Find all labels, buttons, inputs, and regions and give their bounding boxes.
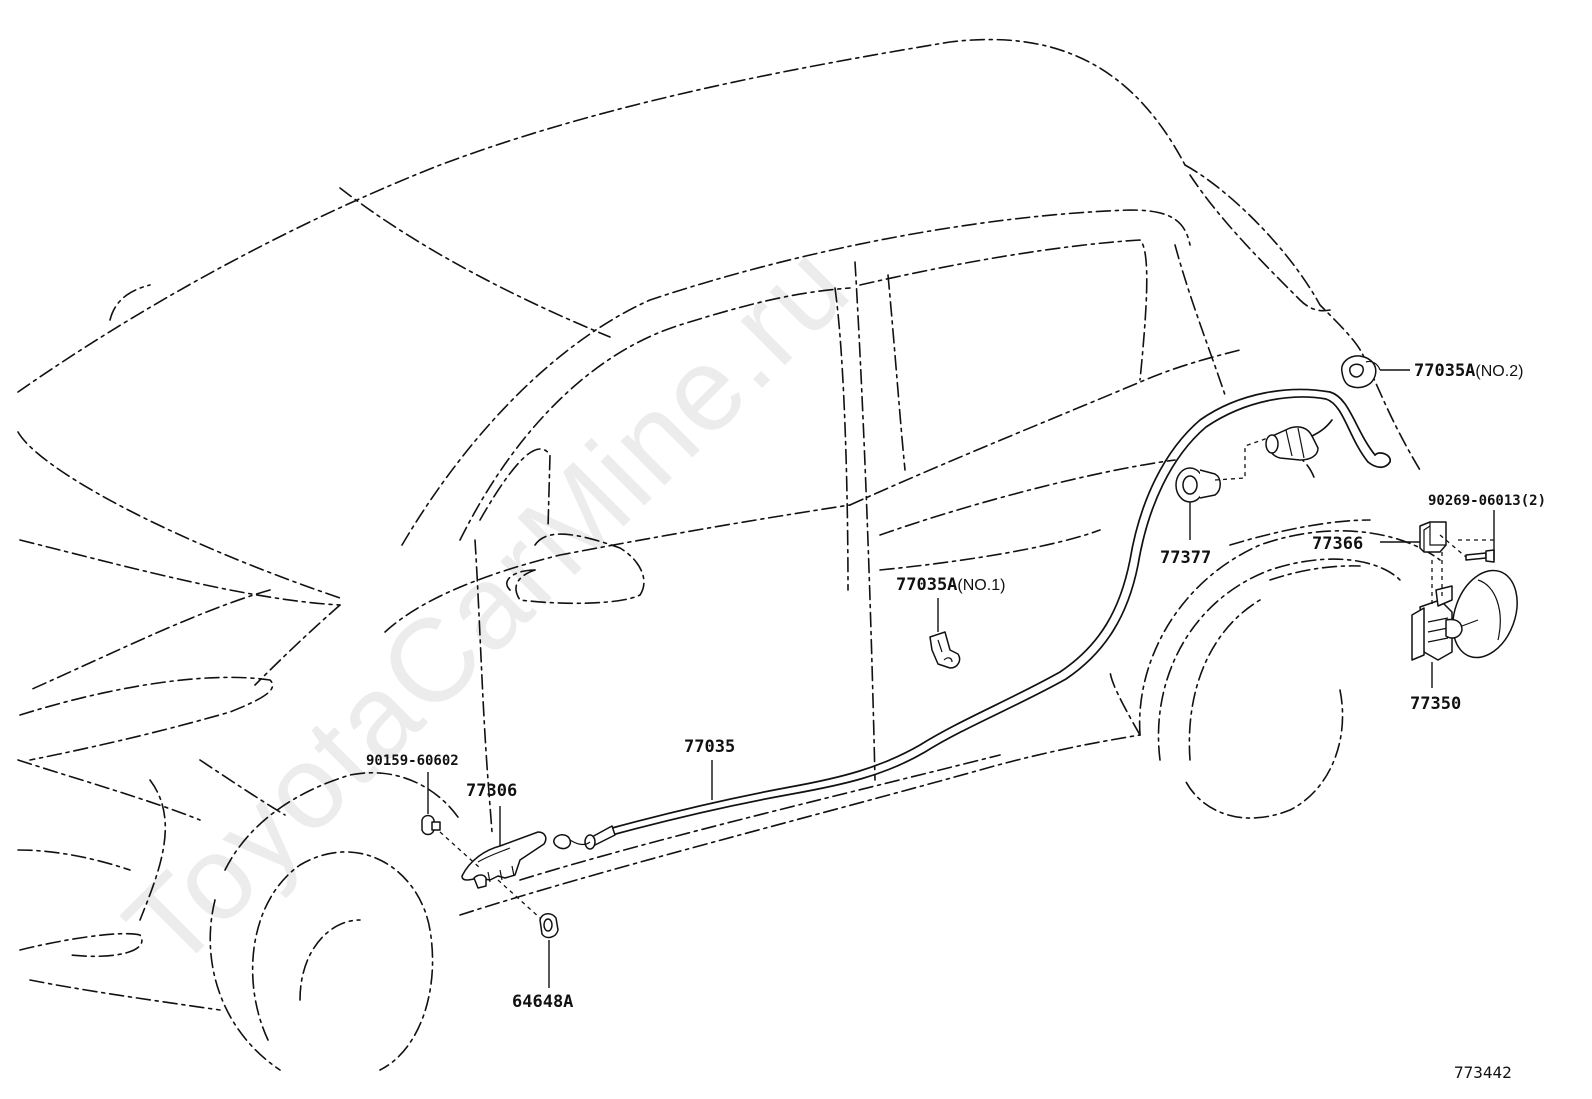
part-64648a-clip: [539, 913, 559, 939]
callout-77306: 77306: [466, 781, 517, 801]
leader-lines: [427, 369, 1495, 988]
part-77035a-no1-clamp: [929, 631, 961, 669]
callout-90159-60602: 90159-60602: [366, 753, 459, 769]
assembly-lines: [439, 437, 1494, 919]
part-77035a-no2-clamp: [1341, 355, 1381, 389]
callout-code: 77035A: [1414, 361, 1475, 381]
fuel-lid-cable-77035: [611, 388, 1391, 836]
svg-text:77035A(NO.1): 77035A(NO.1): [896, 575, 1005, 595]
callout-77035a-no1: 77035A(NO.1): [896, 575, 1005, 595]
callout-77035: 77035: [684, 737, 735, 757]
callout-64648a: 64648A: [512, 992, 573, 1012]
callout-77366: 77366: [1312, 534, 1363, 554]
part-90269-screw: [1465, 549, 1495, 563]
callout-code: 77035A: [896, 575, 957, 595]
svg-text:77035A(NO.2): 77035A(NO.2): [1414, 361, 1523, 381]
callout-77350: 77350: [1410, 694, 1461, 714]
callout-suffix: (NO.1): [957, 577, 1005, 594]
part-77306-release-lever: [461, 831, 547, 889]
callout-77377: 77377: [1160, 548, 1211, 568]
part-90159-bolt: [421, 814, 441, 836]
cable-front-end: [553, 825, 616, 850]
cable-rear-lock-fitting: [1265, 419, 1333, 461]
callout-suffix: (NO.2): [1475, 363, 1523, 380]
part-77377-grommet: [1175, 467, 1221, 503]
callout-90269-06013: 90269-06013(2): [1428, 493, 1546, 509]
figure-number: 773442: [1454, 1063, 1512, 1082]
part-77366-bracket: [1419, 521, 1447, 553]
callout-77035a-no2: 77035A(NO.2): [1414, 361, 1523, 381]
car-body-outline: [17, 38, 1441, 1071]
part-77350-fuel-lid: [1411, 569, 1518, 661]
